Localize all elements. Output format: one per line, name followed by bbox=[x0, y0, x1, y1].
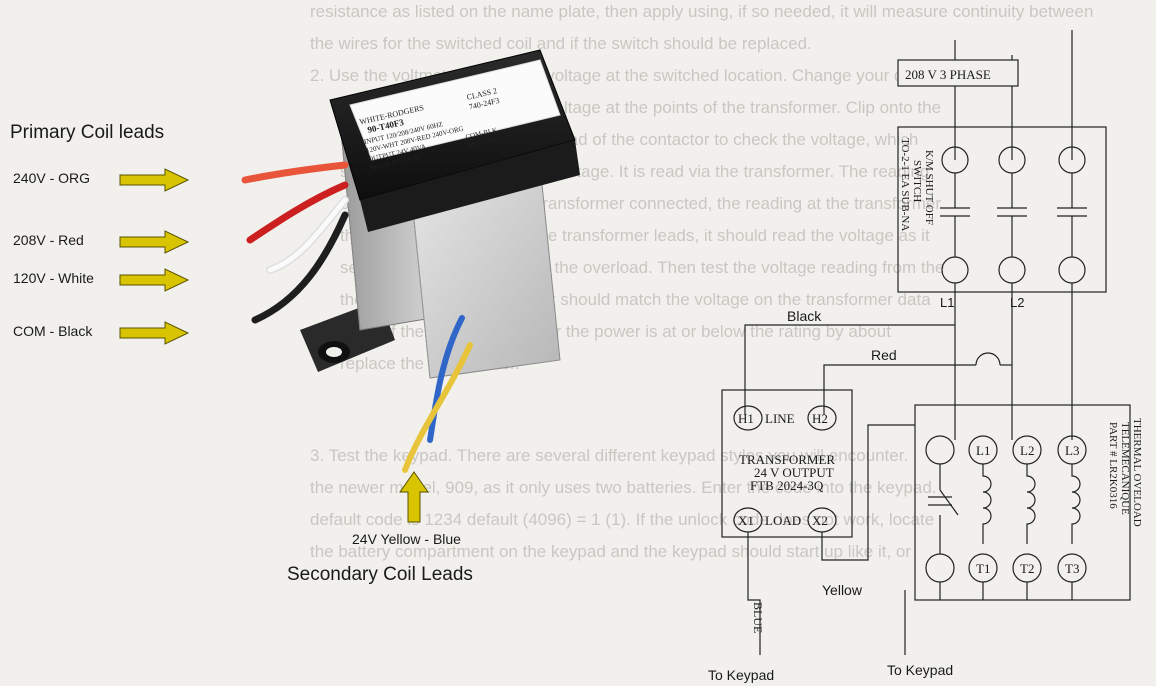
lead-label-208v: 208V - Red bbox=[13, 232, 84, 248]
lead-label-com: COM - Black bbox=[13, 323, 93, 339]
lead-label-120v: 120V - White bbox=[13, 270, 94, 286]
line-label: LINE bbox=[765, 411, 795, 426]
h2-label: H2 bbox=[812, 411, 828, 426]
l1-label: L1 bbox=[940, 295, 954, 310]
phase-lines bbox=[954, 30, 1073, 160]
lead-arrow-0 bbox=[119, 168, 190, 192]
blue-wire-label: BLUE bbox=[751, 602, 765, 633]
shutoff-label-3: TO-2-1 EA SUB-NA bbox=[899, 138, 911, 231]
shutoff-label-2: SWITCH bbox=[911, 160, 923, 202]
secondary-output-wires bbox=[747, 424, 915, 655]
overload-t3: T3 bbox=[1065, 561, 1079, 576]
lead-arrow-3 bbox=[119, 321, 190, 345]
overload-l3: L3 bbox=[1065, 443, 1079, 458]
transformer-symbol bbox=[721, 389, 853, 538]
lead-label-240v: 240V - ORG bbox=[13, 170, 91, 186]
x2-label: X2 bbox=[812, 513, 828, 528]
lead-arrow-1 bbox=[119, 230, 190, 254]
phase-label-box bbox=[897, 59, 1019, 87]
secondary-coil-title: Secondary Coil Leads bbox=[287, 564, 473, 585]
to-keypad-right: To Keypad bbox=[887, 662, 953, 678]
transformer-part: FTB 2024-3Q bbox=[750, 478, 824, 493]
transformer-output: 24 V OUTPUT bbox=[754, 465, 834, 480]
overload-l1: L1 bbox=[976, 443, 990, 458]
secondary-arrow bbox=[399, 471, 429, 523]
thermal-overload bbox=[914, 404, 1131, 601]
black-wire-label: Black bbox=[787, 308, 822, 324]
secondary-lead-label: 24V Yellow - Blue bbox=[352, 531, 461, 547]
h1-label: H1 bbox=[738, 411, 754, 426]
overload-label-3: PART # LR2K0316 bbox=[1107, 422, 1119, 509]
primary-wires bbox=[241, 161, 349, 324]
lead-arrows bbox=[119, 168, 429, 523]
primary-coil-title: Primary Coil leads bbox=[10, 122, 165, 143]
shutoff-label-1: K/M SHUT OFF bbox=[923, 150, 935, 225]
primary-tap-wires bbox=[744, 324, 1012, 415]
transformer-photo: WHITE-RODGERS CLASS 2 90-T40F3 740-24F3 … bbox=[119, 49, 580, 523]
l2-label: L2 bbox=[1010, 295, 1024, 310]
overload-label-2: TELEMECANIQUE bbox=[1119, 422, 1131, 515]
to-keypad-left: To Keypad bbox=[708, 667, 774, 683]
load-label: LOAD bbox=[765, 513, 801, 528]
switch-to-overload-wires bbox=[954, 283, 1073, 440]
overload-t1: T1 bbox=[976, 561, 990, 576]
overload-label-1: THERMAL OVELOAD bbox=[1131, 418, 1143, 527]
overload-l2: L2 bbox=[1020, 443, 1034, 458]
secondary-wires bbox=[402, 315, 473, 473]
yellow-wire-label: Yellow bbox=[822, 582, 863, 598]
overload-t2: T2 bbox=[1020, 561, 1034, 576]
x1-label: X1 bbox=[738, 513, 754, 528]
lead-arrow-2 bbox=[119, 268, 190, 292]
transformer-label bbox=[329, 49, 580, 232]
red-wire-label: Red bbox=[871, 347, 897, 363]
phase-label: 208 V 3 PHASE bbox=[905, 67, 991, 82]
transformer-title: TRANSFORMER bbox=[739, 452, 835, 467]
